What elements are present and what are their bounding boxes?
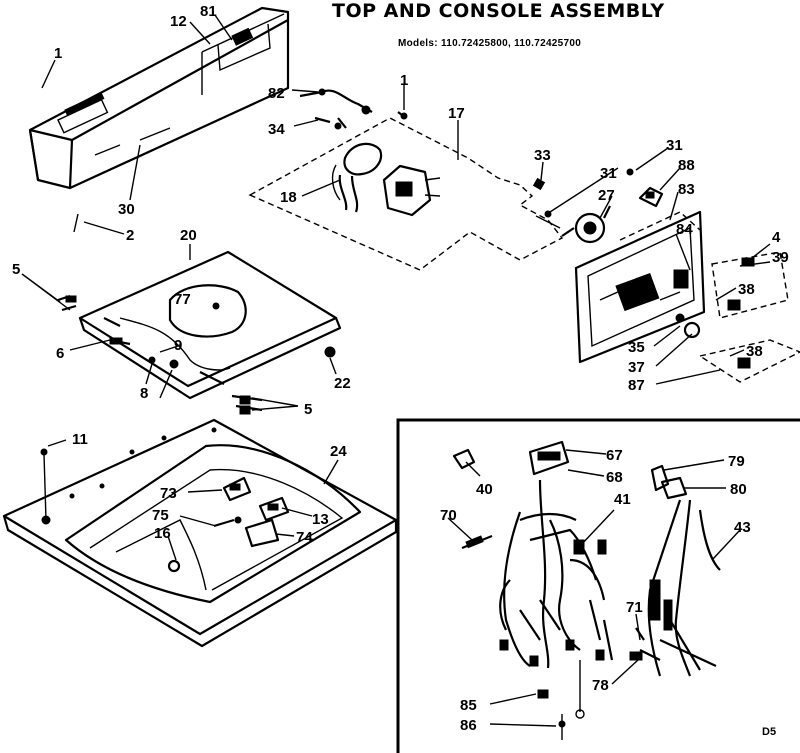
callout-24: 24 <box>330 443 347 460</box>
dashed-plates <box>675 251 800 383</box>
callout-68: 68 <box>606 469 623 486</box>
callout-85: 85 <box>460 697 477 714</box>
callout-16: 16 <box>154 525 171 542</box>
callout-1-upper: 1 <box>400 72 408 89</box>
callout-84: 84 <box>676 221 693 238</box>
callout-78: 78 <box>592 677 609 694</box>
callout-4: 4 <box>772 229 781 246</box>
callout-34: 34 <box>268 121 285 138</box>
callout-20: 20 <box>180 227 197 244</box>
callout-1-console: 1 <box>54 45 62 62</box>
callout-87: 87 <box>628 377 645 394</box>
callout-9: 9 <box>174 337 182 354</box>
screw-33 <box>532 177 546 191</box>
callout-2: 2 <box>126 227 134 244</box>
callout-38-upper: 38 <box>738 281 755 298</box>
wiring-harness-right <box>629 464 721 677</box>
callout-77: 77 <box>174 291 191 308</box>
cabinet-top <box>2 418 398 648</box>
callout-11: 11 <box>72 431 88 448</box>
callout-12: 12 <box>170 13 187 30</box>
callout-80: 80 <box>730 481 747 498</box>
callout-74: 74 <box>296 529 313 546</box>
callout-70: 70 <box>440 507 457 524</box>
callout-83: 83 <box>678 181 695 198</box>
callout-6: 6 <box>56 345 64 362</box>
control-board <box>574 210 706 364</box>
callout-labels: 1 12 81 82 1 17 34 33 31 88 31 27 83 18 … <box>12 3 789 734</box>
callout-67: 67 <box>606 447 623 464</box>
callout-82: 82 <box>268 85 285 102</box>
callout-35: 35 <box>628 339 645 356</box>
callout-79: 79 <box>728 453 745 470</box>
diagram-title: TOP AND CONSOLE ASSEMBLY <box>332 0 665 22</box>
callout-17: 17 <box>448 105 465 122</box>
callout-5-left: 5 <box>12 261 20 278</box>
top-lid <box>78 250 342 400</box>
lid-switch-parts <box>167 476 290 573</box>
callout-73: 73 <box>160 485 177 502</box>
callout-41: 41 <box>614 491 631 508</box>
model-numbers: Models: 110.72425800, 110.72425700 <box>398 38 582 49</box>
console-panel <box>28 6 290 190</box>
callout-31-mid: 31 <box>600 165 617 182</box>
callout-22: 22 <box>334 375 351 392</box>
callout-40: 40 <box>476 481 493 498</box>
page-code: D5 <box>762 726 777 738</box>
callout-43: 43 <box>734 519 751 536</box>
hinge-parts <box>57 294 263 415</box>
callout-31-top: 31 <box>666 137 683 154</box>
callout-38-lower: 38 <box>746 343 763 360</box>
callout-71: 71 <box>626 599 643 616</box>
switch-block <box>382 164 441 217</box>
callout-30: 30 <box>118 201 135 218</box>
callout-5-right: 5 <box>304 401 312 418</box>
selector-switch <box>535 168 634 244</box>
leader-lines <box>21 14 771 727</box>
wiring-harness-main <box>452 440 614 740</box>
callout-81: 81 <box>200 3 217 20</box>
callout-27: 27 <box>598 187 615 204</box>
small-harness <box>299 88 408 130</box>
callout-33: 33 <box>534 147 551 164</box>
callout-37: 37 <box>628 359 645 376</box>
callout-88: 88 <box>678 157 695 174</box>
timer-part <box>331 142 383 213</box>
callout-18: 18 <box>280 189 297 206</box>
inset-frame <box>396 418 800 753</box>
callout-75: 75 <box>152 507 169 524</box>
callout-39: 39 <box>772 249 789 266</box>
callout-86: 86 <box>460 717 477 734</box>
callout-13: 13 <box>312 511 329 528</box>
callout-8: 8 <box>140 385 148 402</box>
bracket-88 <box>638 186 664 208</box>
